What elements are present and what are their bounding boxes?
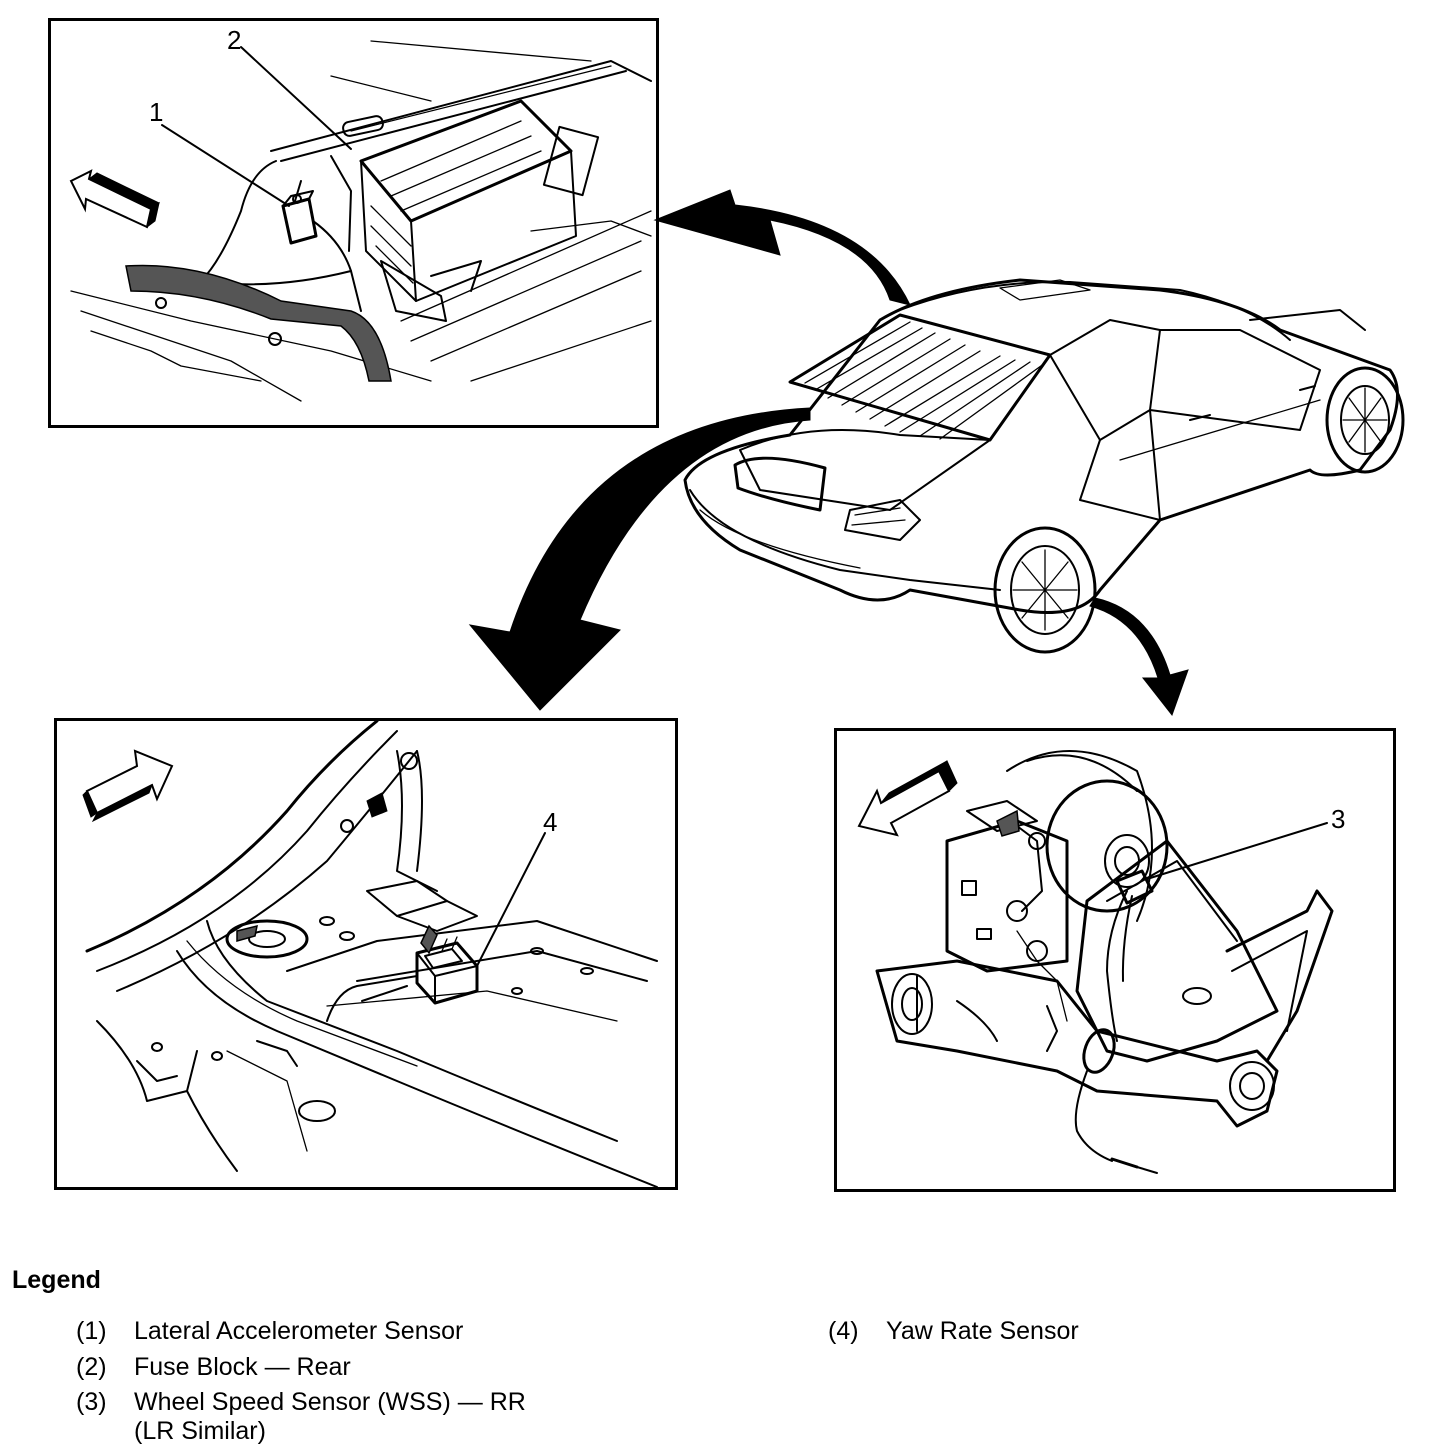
legend-item-text: Fuse Block — Rear: [134, 1353, 351, 1381]
vehicle-overview-drawing: [468, 189, 1405, 717]
pointer-arrow-icon: [468, 407, 811, 711]
pointer-arrow-icon: [1089, 597, 1189, 717]
legend-item-text: (LR Similar): [134, 1417, 266, 1445]
detail-panel-fuse-block: 1 2: [48, 18, 659, 428]
callout-3-label: 3: [1331, 804, 1346, 834]
yaw-rate-sensor-drawing: [82, 721, 658, 1187]
legend-item-text: Lateral Accelerometer Sensor: [134, 1317, 464, 1345]
legend-item-number: (3): [76, 1388, 107, 1416]
legend-item-number: (1): [76, 1317, 107, 1345]
wheel-speed-sensor-drawing: [857, 750, 1334, 1174]
callout-4-leader: [476, 832, 546, 967]
detail-panel-wheel-speed-sensor: 3: [834, 728, 1396, 1192]
callout-1-label: 1: [149, 97, 164, 127]
callout-3-leader: [1146, 822, 1328, 880]
direction-arrow-icon: [857, 760, 958, 837]
callout-4-label: 4: [543, 807, 558, 837]
direction-arrow-icon: [69, 169, 160, 229]
legend-item-text: Wheel Speed Sensor (WSS) — RR: [134, 1388, 526, 1416]
callout-2-leader: [240, 46, 352, 150]
legend-title: Legend: [12, 1266, 101, 1294]
fuse-block-drawing: [69, 40, 652, 402]
callout-1-leader: [161, 124, 290, 207]
legend-item-number: (4): [828, 1317, 859, 1345]
legend-item-number: (2): [76, 1353, 107, 1381]
pointer-arrow-icon: [653, 189, 911, 306]
legend-item-text: Yaw Rate Sensor: [886, 1317, 1079, 1345]
callout-2-label: 2: [227, 25, 242, 55]
direction-arrow-icon: [82, 749, 174, 823]
detail-panel-yaw-rate-sensor: 4: [54, 718, 678, 1190]
